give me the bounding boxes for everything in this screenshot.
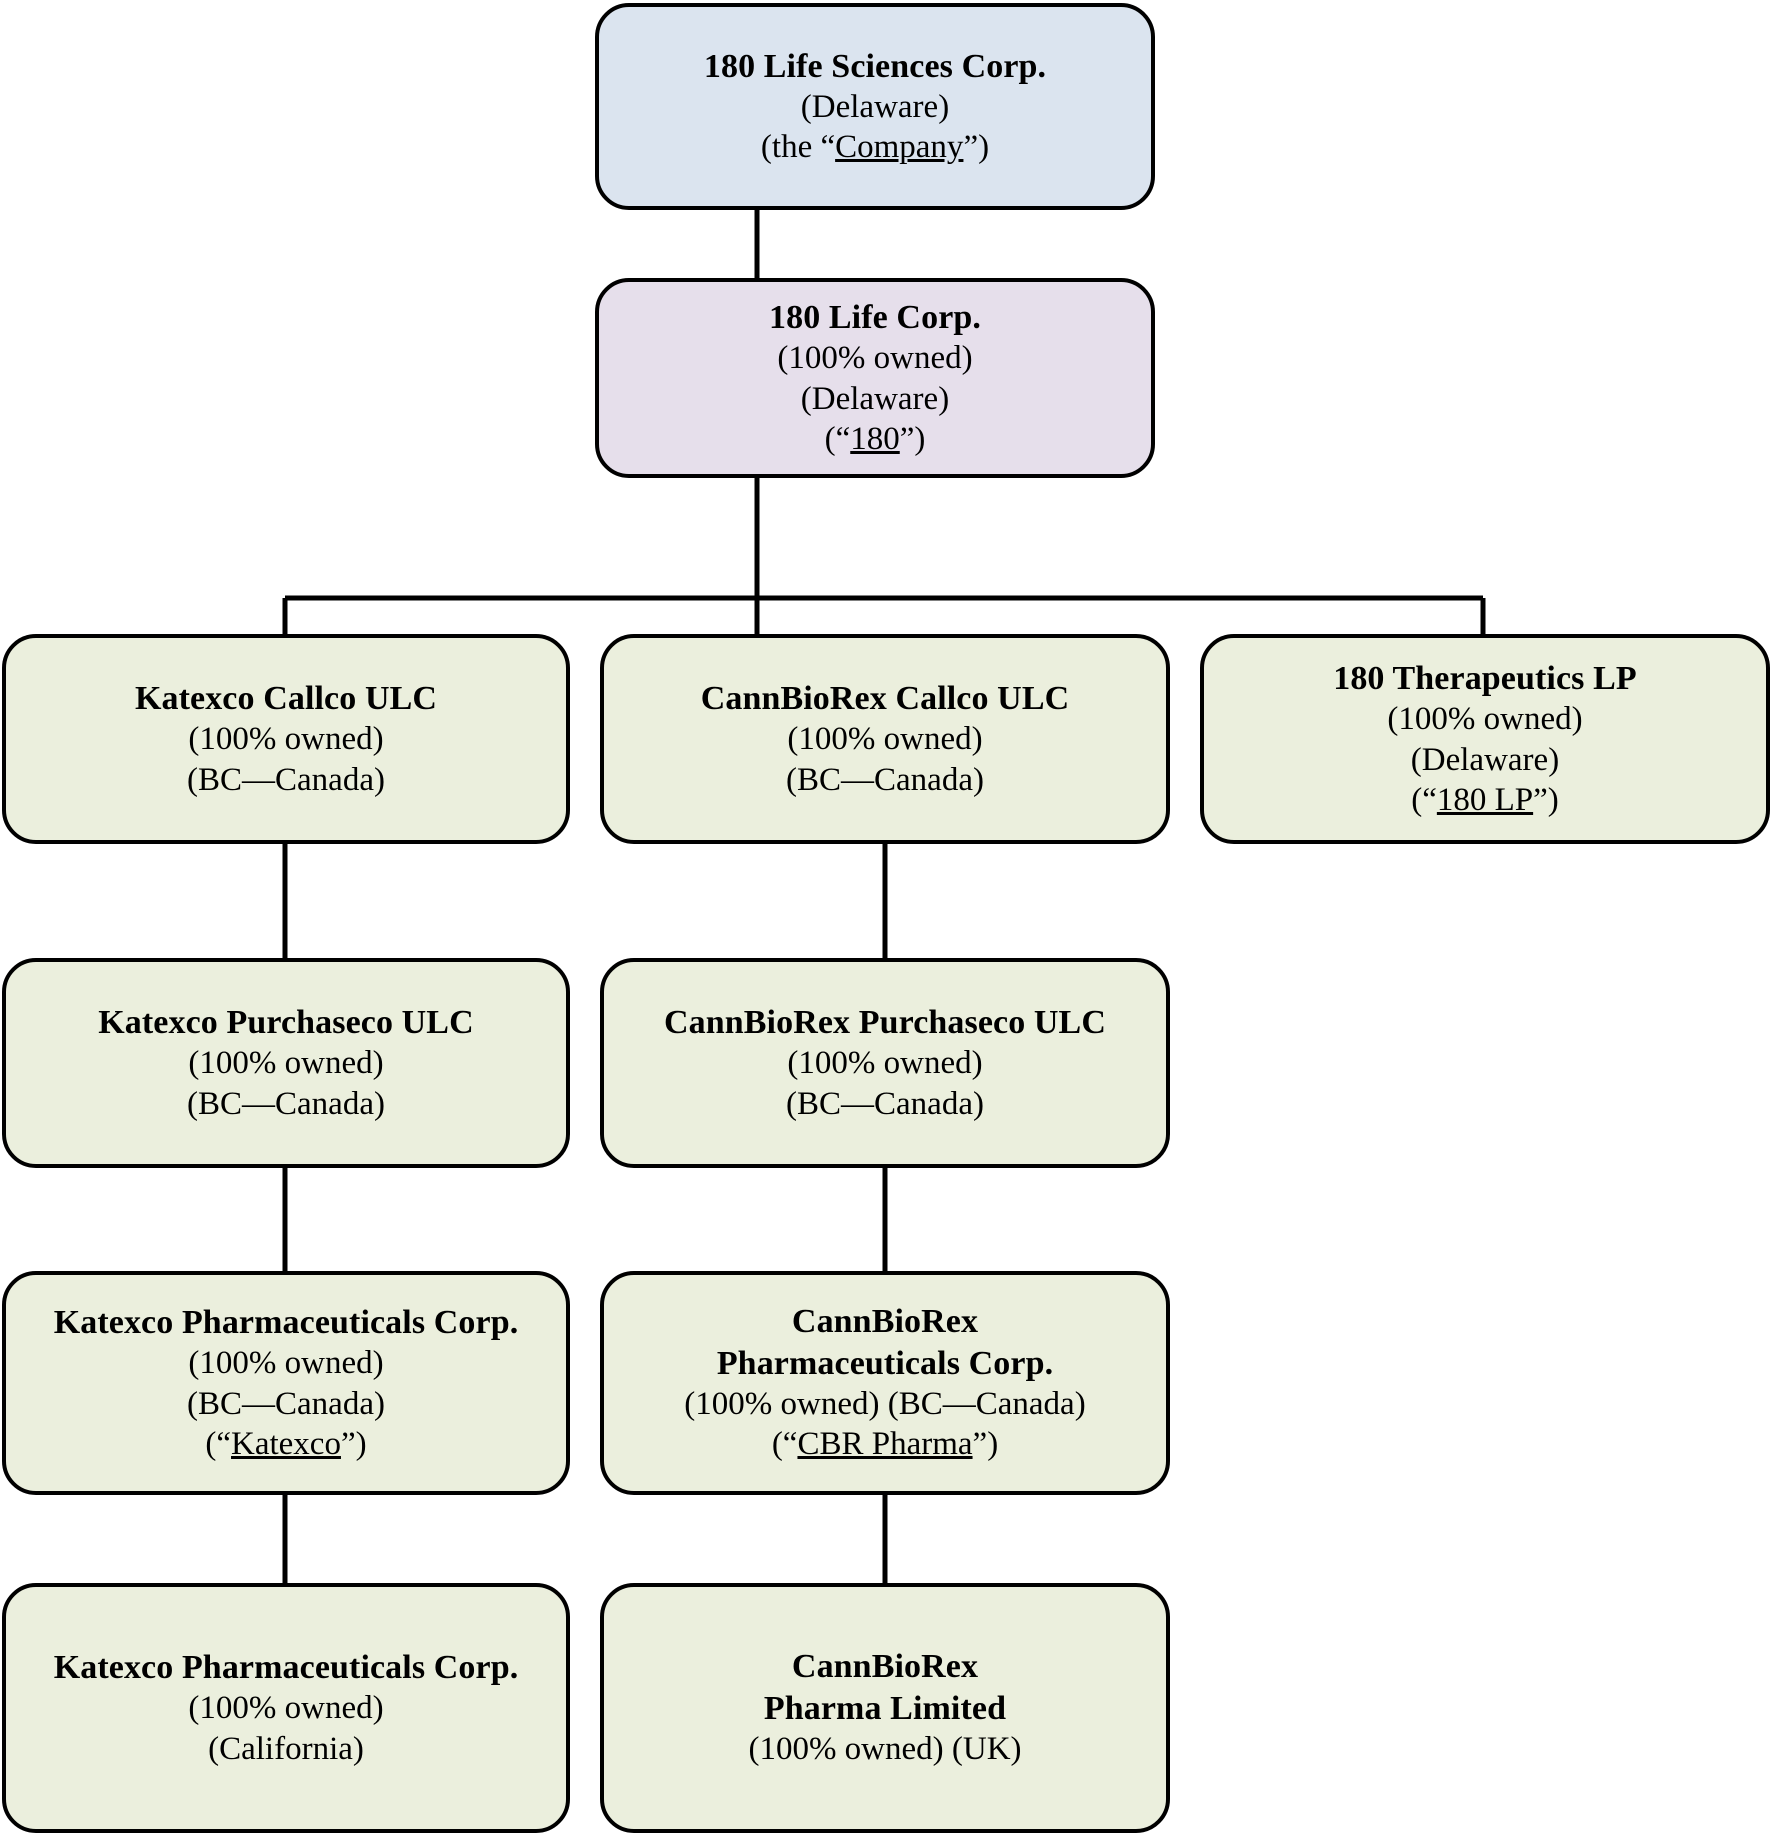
node-alias: (“180 LP”) [1411,780,1559,820]
alias-text: CBR Pharma [797,1426,973,1463]
alias-close: ”) [1533,781,1559,818]
node-jurisdiction: (BC—Canada) [187,1085,385,1122]
node-katexco-callco-ulc[interactable]: Katexco Callco ULC (100% owned) (BC—Cana… [2,634,570,844]
node-ownership: (100% owned) [777,340,973,377]
alias-open: (the “ [760,129,836,166]
alias-open: (“ [1411,781,1437,818]
node-jurisdiction: (Delaware) [800,88,950,125]
node-name: Katexco Callco ULC [134,680,438,718]
node-alias: (“Katexco”) [205,1424,366,1464]
node-name-line1: CannBioRex [791,1648,979,1686]
node-ownership: (100% owned) [188,1045,384,1082]
node-ownership: (100% owned) [188,1345,384,1382]
node-cannbiorex-purchaseco-ulc[interactable]: CannBioRex Purchaseco ULC (100% owned) (… [600,958,1170,1168]
node-jurisdiction: (BC—Canada) [786,761,984,798]
node-jurisdiction: (BC—Canada) [187,1385,385,1422]
node-180-therapeutics-lp[interactable]: 180 Therapeutics LP (100% owned) (Delawa… [1200,634,1770,844]
node-name-line2: Pharmaceuticals Corp. [716,1344,1054,1382]
alias-text: 180 LP [1436,781,1534,818]
alias-close: ”) [899,420,926,457]
node-cannbiorex-callco-ulc[interactable]: CannBioRex Callco ULC (100% owned) (BC—C… [600,634,1170,844]
node-katexco-pharmaceuticals-corp-bc[interactable]: Katexco Pharmaceuticals Corp. (100% owne… [2,1271,570,1495]
node-jurisdiction: (BC—Canada) [786,1085,984,1122]
alias-open: (“ [771,1426,798,1463]
node-jurisdiction: (Delaware) [1410,741,1560,778]
node-ownership: (100% owned) [1387,701,1583,738]
alias-open: (“ [824,420,851,457]
node-ownership: (100% owned) [787,1045,983,1082]
node-name: CannBioRex Purchaseco ULC [664,1004,1106,1042]
node-180-life-sciences-corp[interactable]: 180 Life Sciences Corp. (Delaware) (the … [595,3,1155,210]
alias-text: 180 [850,420,900,457]
node-name-line2: Pharma Limited [763,1689,1007,1727]
node-name: 180 Life Corp. [769,298,981,336]
node-ownership: (100% owned) [188,1690,384,1727]
alias-open: (“ [205,1425,232,1462]
alias-close: ”) [340,1425,367,1462]
node-name: Katexco Purchaseco ULC [98,1004,474,1042]
node-name: CannBioRex Callco ULC [700,680,1070,718]
alias-text: Katexco [231,1425,341,1462]
node-cannbiorex-pharma-limited[interactable]: CannBioRex Pharma Limited (100% owned) (… [600,1583,1170,1833]
node-alias: (“CBR Pharma”) [772,1424,998,1464]
node-alias: (the “Company”) [761,127,989,167]
node-katexco-purchaseco-ulc[interactable]: Katexco Purchaseco ULC (100% owned) (BC—… [2,958,570,1168]
alias-close: ”) [963,129,990,166]
node-ownership: (100% owned) [787,721,983,758]
node-name: 180 Therapeutics LP [1333,659,1637,697]
node-name-line1: CannBioRex [791,1303,979,1341]
node-ownership-jurisdiction: (100% owned) (BC—Canada) [684,1386,1086,1423]
alias-close: ”) [972,1426,999,1463]
alias-text: Company [835,129,964,166]
node-name: 180 Life Sciences Corp. [703,47,1047,85]
node-katexco-pharmaceuticals-corp-california[interactable]: Katexco Pharmaceuticals Corp. (100% owne… [2,1583,570,1833]
node-ownership: (100% owned) [188,721,384,758]
node-alias: (“180”) [825,419,926,459]
node-jurisdiction: (BC—Canada) [187,761,385,798]
node-name: Katexco Pharmaceuticals Corp. [53,1303,519,1341]
node-jurisdiction: (California) [208,1730,364,1767]
node-name: Katexco Pharmaceuticals Corp. [53,1649,519,1687]
node-180-life-corp[interactable]: 180 Life Corp. (100% owned) (Delaware) (… [595,278,1155,478]
node-jurisdiction: (Delaware) [800,380,950,417]
node-cannbiorex-pharmaceuticals-corp[interactable]: CannBioRex Pharmaceuticals Corp. (100% o… [600,1271,1170,1495]
node-ownership-jurisdiction: (100% owned) (UK) [748,1731,1022,1768]
